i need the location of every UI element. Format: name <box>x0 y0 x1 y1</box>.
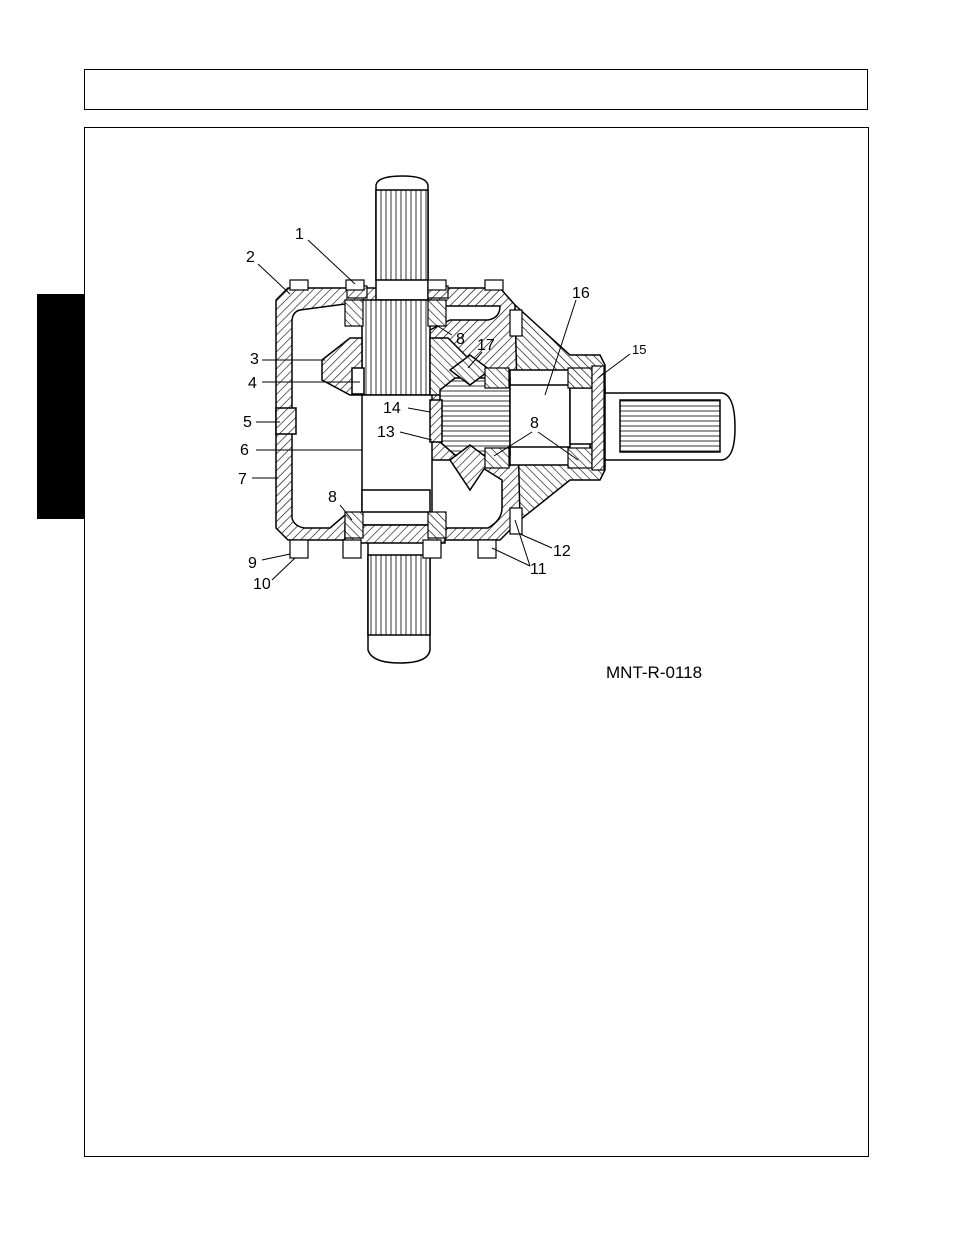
callout-14: 14 <box>383 400 401 417</box>
callout-8-lower: 8 <box>328 489 337 506</box>
callout-5: 5 <box>243 414 252 431</box>
callout-8-upper: 8 <box>456 331 465 348</box>
callout-16: 16 <box>572 285 590 302</box>
callout-3: 3 <box>250 351 259 368</box>
callout-13: 13 <box>377 424 395 441</box>
callout-1: 1 <box>295 226 304 243</box>
callout-4: 4 <box>248 375 257 392</box>
horizontal-input-shaft <box>605 393 735 460</box>
callout-8-input: 8 <box>530 415 539 432</box>
callout-9: 9 <box>248 555 257 572</box>
callout-17: 17 <box>477 337 495 354</box>
callout-15: 15 <box>632 342 646 357</box>
figure-id-label: MNT-R-0118 <box>606 663 702 683</box>
callout-11: 11 <box>530 561 547 578</box>
callout-6: 6 <box>240 442 249 459</box>
callout-7: 7 <box>238 471 247 488</box>
callout-10: 10 <box>253 576 271 593</box>
callout-2: 2 <box>246 249 255 266</box>
callout-12: 12 <box>553 543 571 560</box>
